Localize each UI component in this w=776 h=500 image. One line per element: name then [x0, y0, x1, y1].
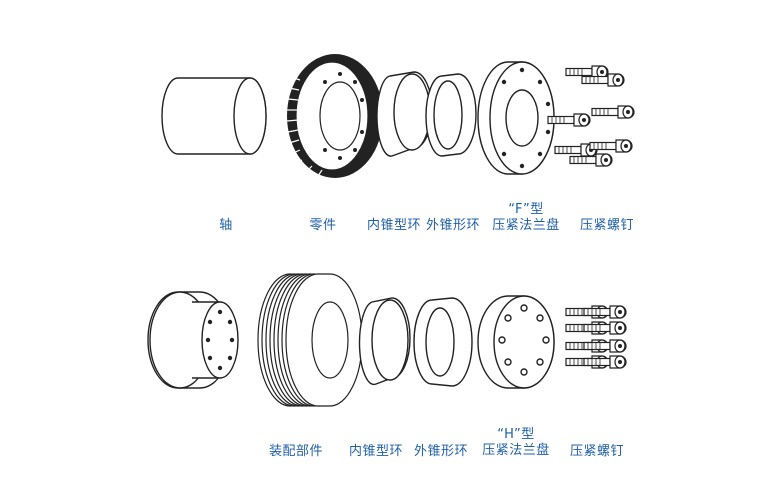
bolt-set-drawing-h — [565, 305, 627, 369]
bolt-set-drawing-f — [547, 65, 635, 167]
outer-cone-ring-drawing-f — [425, 73, 477, 157]
shaft-drawing — [161, 77, 267, 155]
label-shaft: 轴 — [219, 218, 233, 233]
label-h-flange-type: “H”型 — [497, 427, 535, 442]
label-outer-cone-ring-f: 外锥形环 — [425, 218, 480, 233]
label-bolts-f: 压紧螺钉 — [579, 218, 634, 233]
gear-part-drawing — [286, 45, 383, 178]
label-inner-cone-ring-h: 内锥型环 — [348, 444, 403, 459]
pulley-drawing — [257, 273, 363, 407]
label-part: 零件 — [309, 218, 337, 233]
label-outer-cone-ring-h: 外锥形环 — [413, 444, 468, 459]
inner-cone-ring-drawing-f — [376, 71, 433, 157]
label-h-flange-name: 压紧法兰盘 — [482, 443, 550, 458]
label-assembly: 装配部件 — [268, 444, 323, 459]
outer-cone-ring-drawing-h — [413, 297, 473, 387]
label-f-flange-type: “F”型 — [508, 202, 544, 217]
inner-cone-ring-drawing-h — [358, 297, 411, 386]
label-f-flange-name: 压紧法兰盘 — [492, 218, 560, 233]
h-flange-drawing — [477, 295, 555, 389]
label-inner-cone-ring-f: 内锥型环 — [366, 218, 421, 233]
label-bolts-h: 压紧螺钉 — [569, 444, 624, 459]
label-h-flange: “H”型 压紧法兰盘 — [478, 427, 554, 459]
f-flange-drawing — [477, 61, 555, 175]
label-f-flange: “F”型 压紧法兰盘 — [488, 202, 564, 234]
assembly-hub-drawing — [147, 291, 239, 389]
